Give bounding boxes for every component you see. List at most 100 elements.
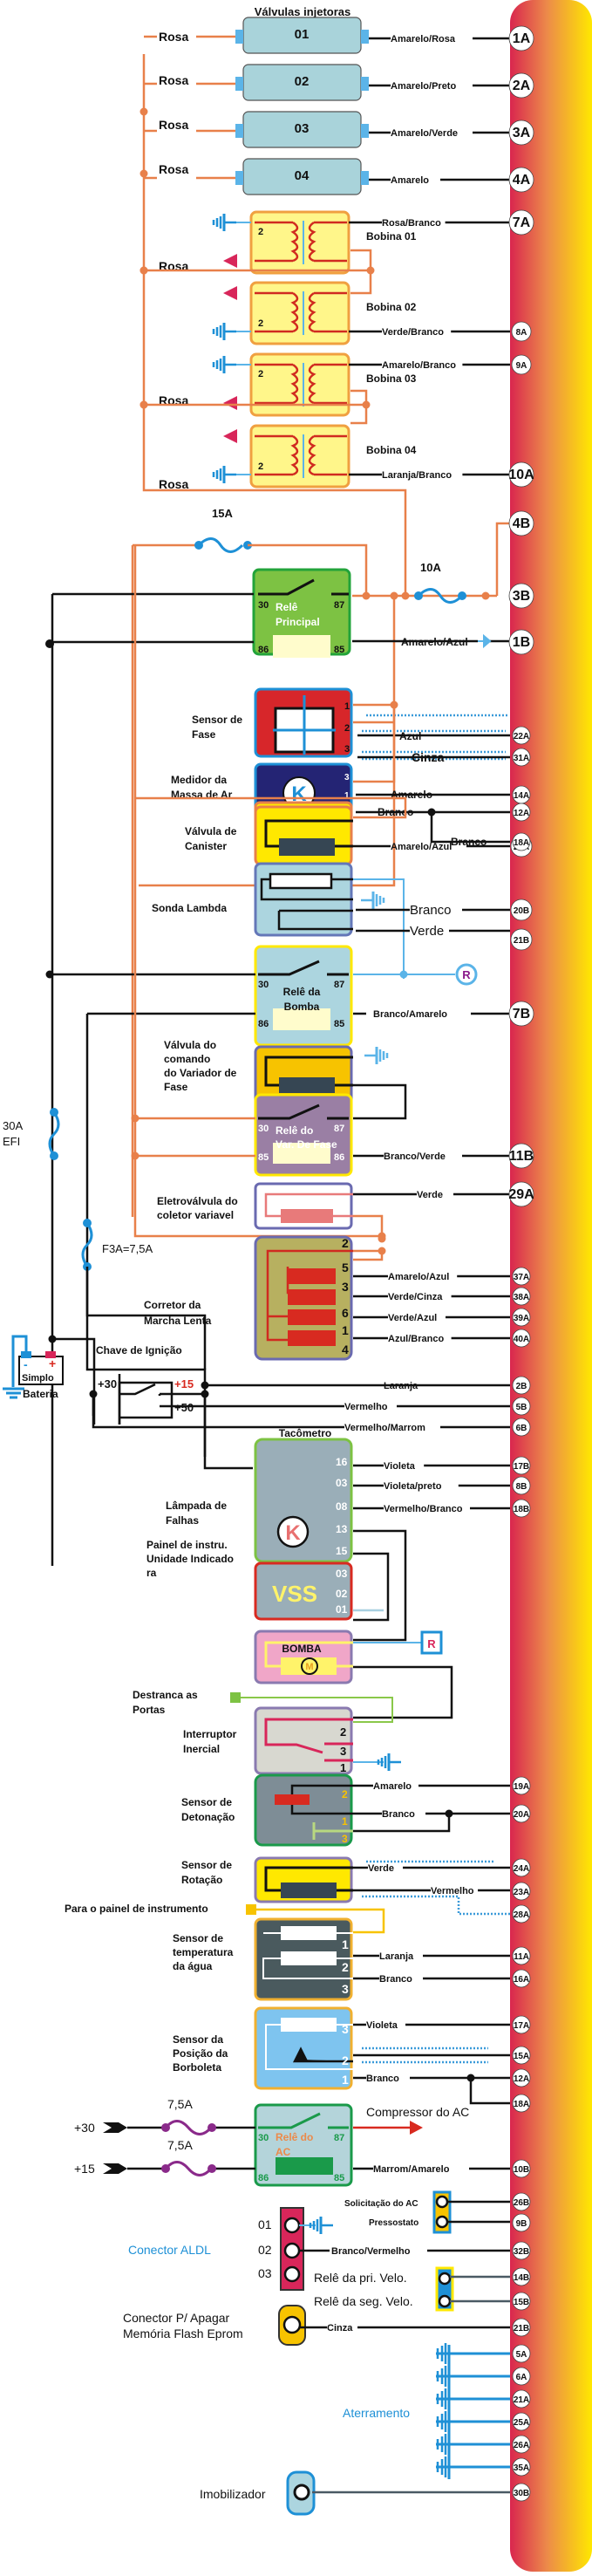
ecu-pin-7B[interactable]: 7B	[508, 1001, 534, 1027]
ecu-pin-16A[interactable]: 16A	[512, 1969, 531, 1988]
coolant-temp-sensor[interactable]: 123	[254, 1917, 353, 2001]
pump-relay-r-terminal[interactable]	[455, 963, 478, 986]
ecu-pin-39A[interactable]: 39A	[512, 1308, 531, 1327]
pump-r-terminal[interactable]	[420, 1630, 443, 1655]
flash-eprom-connector[interactable]	[278, 2305, 306, 2346]
door-unlock-terminal[interactable]	[230, 1692, 241, 1703]
ecu-pin-37A[interactable]: 37A	[512, 1267, 531, 1286]
ecu-pin-17B[interactable]: 17B	[512, 1456, 531, 1475]
ecu-pin-10B[interactable]: 10B	[512, 2159, 531, 2178]
fuse-icon[interactable]	[164, 2120, 213, 2135]
ecu-pin-6B[interactable]: 6B	[512, 1418, 531, 1437]
injector-03[interactable]: 03	[235, 111, 369, 148]
ecu-pin-4A[interactable]: 4A	[508, 167, 534, 193]
ecu-pin-5B[interactable]: 5B	[512, 1397, 531, 1416]
phase-sensor[interactable]: Sensor de Fase 1 2 3	[192, 687, 353, 758]
ecu-pin-11B[interactable]: 11B	[508, 1143, 534, 1169]
throttle-position-sensor[interactable]: 321	[254, 2006, 353, 2090]
ecu-pin-14A[interactable]: 14A	[512, 785, 531, 804]
ecu-pin-20A[interactable]: 20A	[512, 1804, 531, 1823]
ecu-pin-7A[interactable]: 7A	[508, 209, 534, 236]
ecu-pin-3A[interactable]: 3A	[508, 120, 534, 146]
ecu-pin-26B[interactable]: 26B	[512, 2192, 531, 2211]
ecu-pin-35A[interactable]: 35A	[512, 2457, 531, 2477]
ecu-pin-15A[interactable]: 15A	[512, 2046, 531, 2065]
immobilizer-connector[interactable]	[286, 2470, 316, 2516]
phase-variator-valve[interactable]	[254, 1045, 353, 1106]
rpm-sensor[interactable]	[254, 1856, 353, 1903]
label: temperatura	[173, 1946, 234, 1958]
ecu-pin-17A[interactable]: 17A	[512, 2015, 531, 2034]
panel-terminal[interactable]	[246, 1904, 256, 1915]
ecu-pin-18A[interactable]: 18A	[512, 2094, 531, 2113]
ecu-pin-24A[interactable]: 24A	[512, 1858, 531, 1877]
fan-relay-connector[interactable]: Relê da pri. Velo.Relê da seg. Velo.	[314, 2266, 454, 2312]
ecu-pin-8A[interactable]: 8A	[511, 321, 532, 342]
ecu-pin-14B[interactable]: 14B	[512, 2267, 531, 2286]
ecu-pin-2A[interactable]: 2A	[508, 72, 534, 99]
fuse-10a-icon[interactable]	[417, 588, 464, 604]
ecu-pin-32B[interactable]: 32B	[512, 2241, 531, 2260]
ecu-pin-23A[interactable]: 23A	[512, 1882, 531, 1901]
intake-manifold-valve[interactable]	[254, 1182, 353, 1230]
lambda-sensor[interactable]	[254, 862, 353, 937]
ignition-coil-1[interactable]	[249, 210, 350, 275]
ecu-pin-11A[interactable]: 11A	[512, 1946, 531, 1965]
fuse-30a-icon[interactable]	[48, 1111, 60, 1157]
ecu-pin-21B[interactable]: 21B	[510, 928, 533, 951]
ecu-pin-3B[interactable]: 3B	[508, 583, 534, 609]
ecu-pin-21A[interactable]: 21A	[512, 2389, 531, 2409]
fuse-icon[interactable]	[164, 2161, 213, 2176]
ecu-pin-15B[interactable]: 15B	[512, 2292, 531, 2311]
ecu-pin-22A[interactable]: 22A	[512, 726, 531, 745]
ecu-pin-5A[interactable]: 5A	[512, 2344, 531, 2363]
ignition-coil-4[interactable]	[249, 424, 350, 489]
ecu-pin-1A[interactable]: 1A	[508, 25, 534, 51]
ecu-pin-6A[interactable]: 6A	[512, 2367, 531, 2386]
ecu-pin-30B[interactable]: 30B	[512, 2483, 531, 2502]
ecu-pin-12A[interactable]: 12A	[512, 803, 531, 822]
injector-02[interactable]: 02	[235, 64, 369, 101]
ecu-pin-38A[interactable]: 38A	[512, 1287, 531, 1306]
fuse-15a-icon[interactable]	[197, 537, 244, 553]
ecu-pin-1B[interactable]: 1B	[508, 629, 534, 655]
inertia-switch[interactable]: 231	[254, 1706, 353, 1775]
canister-valve[interactable]	[254, 805, 353, 866]
ignition-coil-2[interactable]	[249, 281, 350, 345]
ecu-pin-4B[interactable]: 4B	[508, 510, 534, 536]
ecu-pin-25A[interactable]: 25A	[512, 2412, 531, 2431]
ecu-pin-29A[interactable]: 29A	[508, 1181, 534, 1207]
pin-30: 30	[258, 600, 269, 611]
ac-switch-connector[interactable]	[432, 2190, 452, 2234]
ecu-pin-40A[interactable]: 40A	[512, 1329, 531, 1348]
ecu-pin-18B[interactable]: 18B	[512, 1499, 531, 1518]
ecu-pin-2B[interactable]: 2B	[512, 1376, 531, 1395]
ecu-pin-20B[interactable]: 20B	[510, 899, 533, 921]
ecu-pin-26A[interactable]: 26A	[512, 2435, 531, 2454]
ignition-switch[interactable]: Chave de Ignição+30+15+50	[96, 1344, 205, 1425]
ignition-coil-3[interactable]	[249, 352, 350, 417]
ecu-pin-18A[interactable]: 18A	[512, 832, 531, 851]
ecu-pin-21B[interactable]: 21B	[512, 2318, 531, 2337]
ecu-pin-28A[interactable]: 28A	[512, 1904, 531, 1923]
ecu-pin-9A[interactable]: 9A	[511, 354, 532, 375]
injector-01[interactable]: 01	[235, 17, 369, 54]
injector-04[interactable]: 04	[235, 158, 369, 195]
ecu-pin-12A[interactable]: 12A	[512, 2068, 531, 2087]
fuse-f3a-icon[interactable]	[81, 1222, 93, 1268]
ecu-pin-31A[interactable]: 31A	[512, 748, 531, 767]
ecu-pin-19A[interactable]: 19A	[512, 1776, 531, 1795]
supply-wire-label: Rosa	[159, 118, 188, 132]
ecu-pin-8B[interactable]: 8B	[512, 1476, 531, 1495]
ecu-pin-10A[interactable]: 10A	[508, 461, 534, 488]
knock-sensor[interactable]: 213	[254, 1773, 353, 1847]
ecu-pin-9B[interactable]: 9B	[512, 2213, 531, 2232]
